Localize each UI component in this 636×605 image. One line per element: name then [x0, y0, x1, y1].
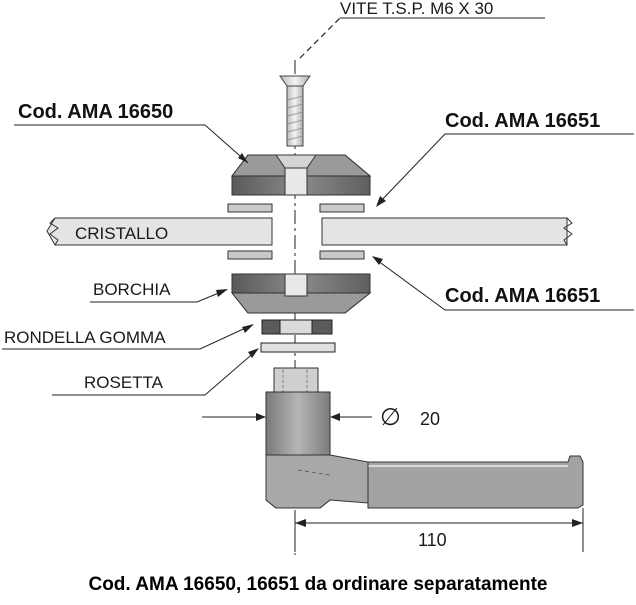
glass-panel	[46, 217, 573, 246]
code-top-left-label: Cod. AMA 16650	[18, 101, 173, 123]
rosette-label: ROSETTA	[84, 373, 164, 392]
footer-note: Cod. AMA 16650, 16651 da ordinare separa…	[88, 574, 547, 595]
boss-label: BORCHIA	[93, 280, 171, 299]
rubber-washer-part	[261, 319, 333, 335]
code-mid-right-leader	[373, 257, 634, 311]
bottom-gasket	[227, 250, 365, 260]
diameter-value: 20	[420, 409, 440, 429]
top-boss-part	[230, 154, 372, 196]
rosette-leader	[52, 349, 258, 396]
code-top-left-leader	[14, 124, 249, 164]
glass-label: CRISTALLO	[75, 224, 168, 243]
code-mid-right-label: Cod. AMA 16651	[445, 285, 600, 307]
top-gasket	[227, 203, 365, 213]
length-value: 110	[418, 530, 447, 550]
rubber-washer-leader	[2, 324, 253, 350]
bottom-boss-part	[230, 273, 372, 314]
code-top-right-leader	[377, 133, 634, 205]
code-top-right-label: Cod. AMA 16651	[445, 110, 600, 132]
countersunk-screw	[279, 75, 311, 147]
boss-leader	[90, 289, 227, 303]
screw-label: VITE T.S.P. M6 X 30	[340, 0, 493, 18]
rosette-part	[260, 342, 336, 353]
screw-leader-line	[299, 17, 341, 59]
diameter-dimension	[202, 413, 372, 421]
lever-handle	[265, 367, 584, 509]
rubber-washer-label: RONDELLA GOMMA	[4, 328, 166, 347]
length-dimension	[294, 508, 584, 552]
diameter-symbol: ∅	[380, 404, 401, 431]
